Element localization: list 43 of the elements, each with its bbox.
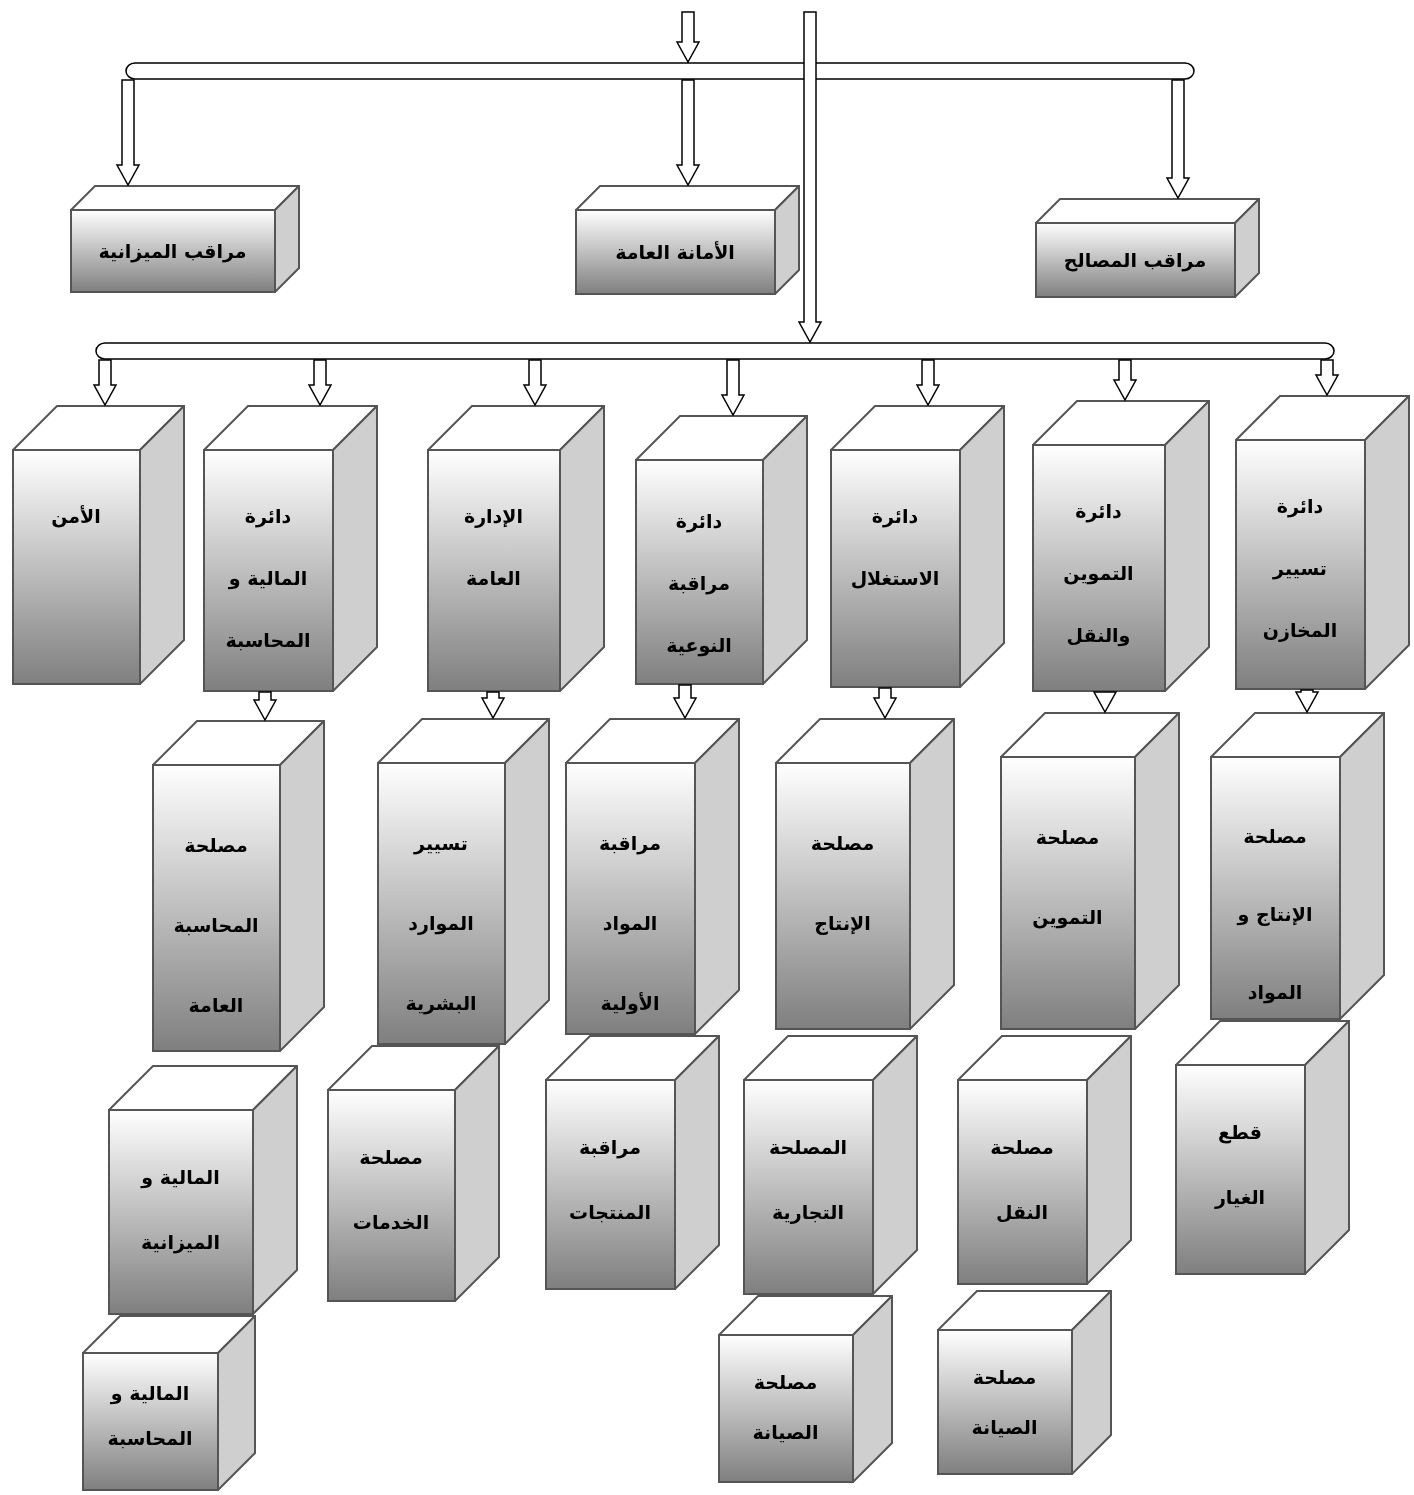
block-arrow [92,359,118,407]
block-arrow [1294,689,1320,714]
box-label: الإدارة العامة [462,504,525,591]
box-label: دائرة مراقبة النوعية [665,509,733,659]
block-arrow [1092,691,1118,714]
block-arrow [720,359,746,417]
box-label: تسيير الموارد البشرية [404,831,478,1017]
box-label: مصلحة الخدمات [351,1145,431,1235]
box-label: مصلحة الصيانة [751,1370,820,1445]
box-label: مصلحة الصيانة [970,1365,1039,1440]
box-label: دائرة التموين والنقل [1062,499,1135,649]
box-label: دائرة تسيير المخازن [1261,494,1339,644]
block-arrow [915,359,941,407]
block-arrow [797,11,823,344]
block-arrow [480,691,506,720]
box-label: مراقبة المواد الأولية [598,831,662,1017]
block-arrow [1112,359,1138,402]
block-arrow [872,687,898,720]
block-arrow [675,79,701,187]
block-arrow [1165,79,1191,200]
box-label: دائرة الاستغلال [849,504,941,591]
block-arrow [252,691,278,722]
block-arrow [522,359,548,407]
block-arrow [1314,359,1340,397]
box-label: مصلحة التموين [1031,825,1104,931]
box-label: مراقبة المنتجات [568,1135,652,1225]
box-label: المالية و الميزانية [139,1165,221,1256]
box-label: مصلحة الإنتاج و المواد [1235,824,1314,1006]
box-label: مراقب المصالح [1063,248,1207,274]
box-label: مصلحة النقل [989,1135,1055,1225]
block-arrow [115,79,141,187]
box-label: دائرة المالية و المحاسبة [224,504,312,653]
box-label: الأمانة العامة [615,240,735,266]
box-label: قطع الغيار [1213,1120,1267,1211]
box-label: الأمن [51,504,101,530]
block-arrow [675,11,701,64]
box-label: مراقب الميزانية [98,239,247,265]
block-arrow [307,359,333,407]
box-label: مصلحة المحاسبة العامة [172,833,260,1018]
block-arrow [672,684,698,720]
box-label: مصلحة الإنتاج [809,831,876,937]
box-label: المالية و المحاسبة [106,1381,194,1451]
box-label: المصلحة التجارية [767,1135,849,1226]
